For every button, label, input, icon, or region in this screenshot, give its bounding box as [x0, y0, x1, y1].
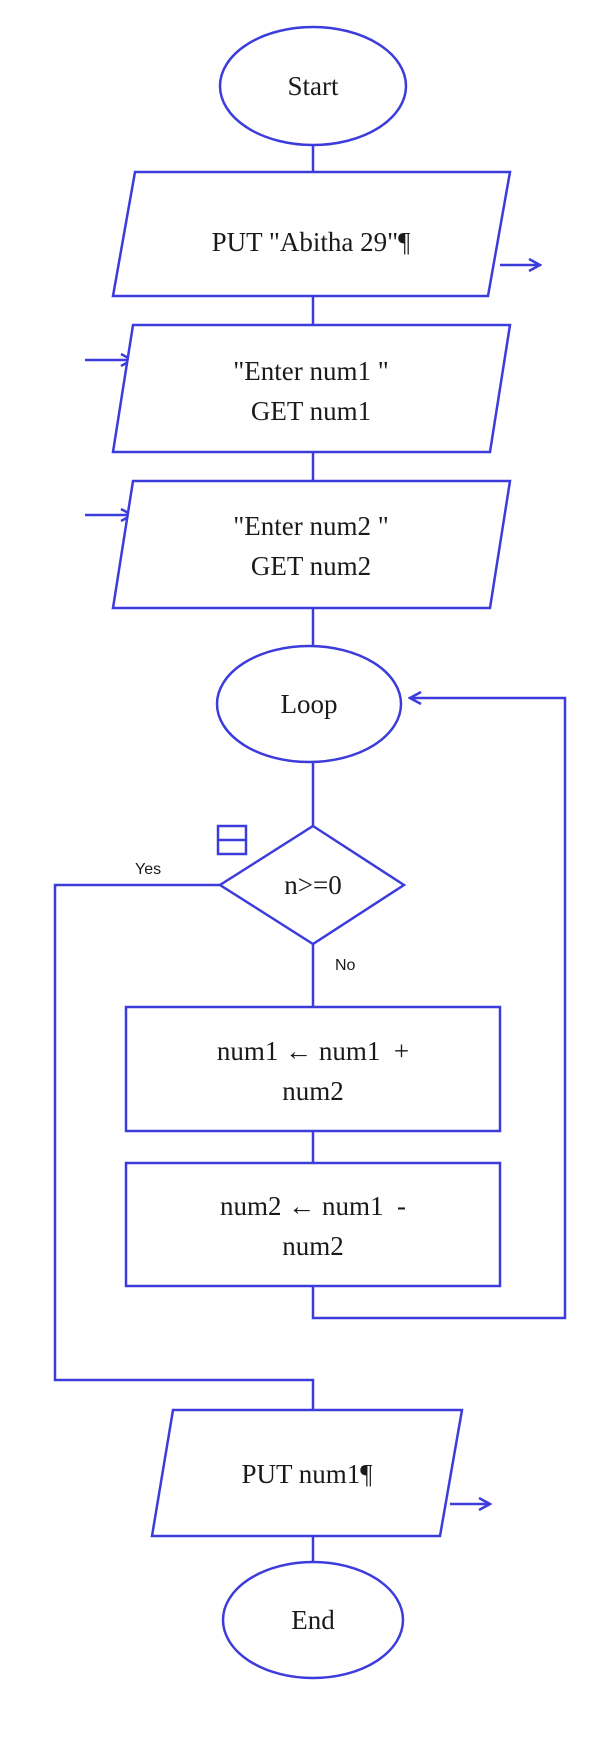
- process2-line1: num2 ← num1 -: [220, 1191, 406, 1221]
- input-num1-shape: [111, 323, 512, 454]
- input-num1-line2: GET num1: [251, 396, 371, 426]
- decision-diamond: [217, 824, 407, 946]
- no-label: No: [335, 957, 356, 974]
- edge-decision-yes: [53, 883, 315, 1410]
- process1-line1: num1 ← num1 +: [217, 1036, 409, 1066]
- loop-terminator: [215, 644, 403, 764]
- put-name-output: [111, 170, 512, 298]
- start-label: Start: [288, 71, 339, 101]
- put-result-output: [150, 1408, 464, 1538]
- end-terminator: [221, 1560, 405, 1680]
- process1-line2: num2: [282, 1076, 344, 1106]
- edge-loop-back: [311, 698, 567, 1320]
- process2-box: [124, 1161, 502, 1288]
- input-num2-shape: [111, 479, 512, 610]
- put-result-label: PUT num1¶: [241, 1459, 372, 1489]
- input-num2-line1: "Enter num2 ": [233, 511, 389, 541]
- decision-label: n>=0: [284, 870, 341, 900]
- loop-label: Loop: [281, 689, 338, 719]
- collapse-box-icon: [216, 824, 248, 856]
- end-label: End: [291, 1605, 335, 1635]
- process1-box: [124, 1005, 502, 1133]
- put-name-label: PUT "Abitha 29"¶: [212, 227, 411, 257]
- start-terminator: [218, 25, 408, 147]
- input-num2-line2: GET num2: [251, 551, 371, 581]
- yes-label: Yes: [135, 861, 161, 878]
- process2-line2: num2: [282, 1231, 344, 1261]
- input-num1-line1: "Enter num1 ": [233, 356, 389, 386]
